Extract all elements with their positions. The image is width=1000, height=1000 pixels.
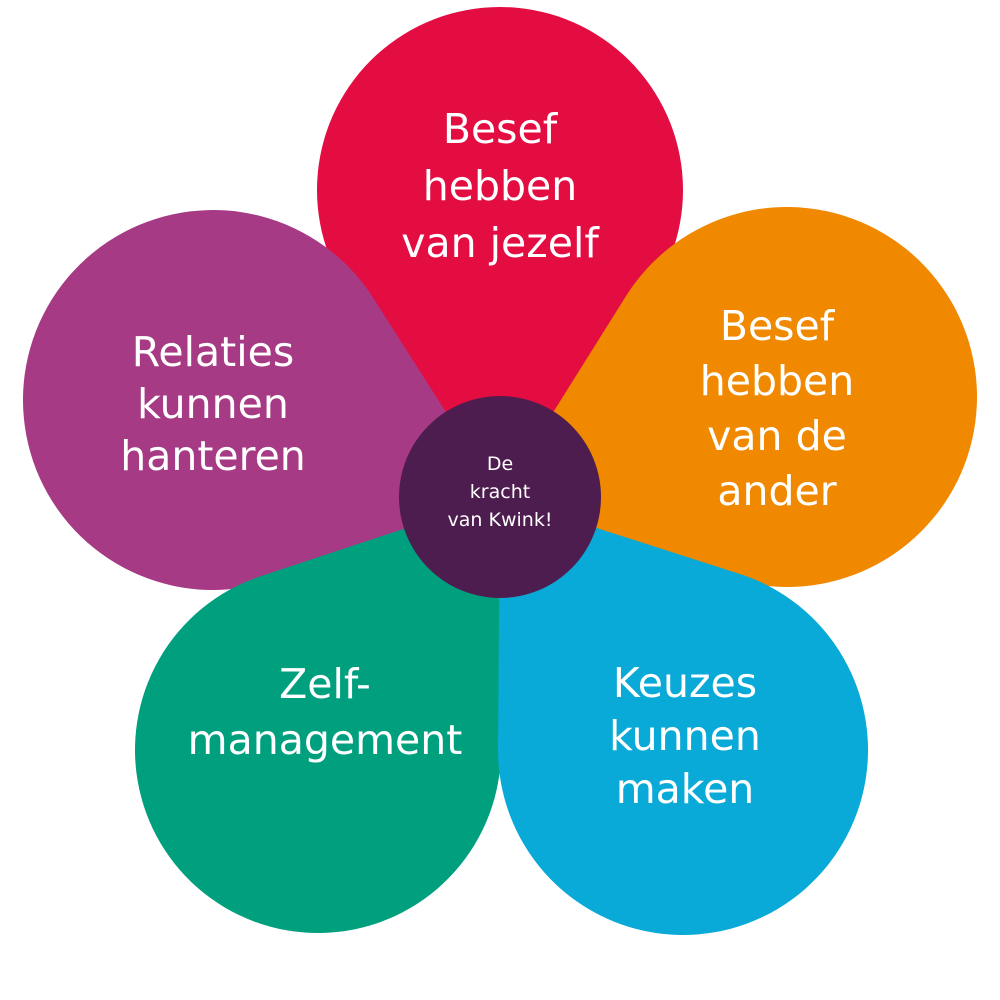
- petal-shape-self-management: [135, 497, 502, 934]
- petal-label-line: Keuzes: [613, 659, 757, 707]
- petal-self-awareness: Besef hebben van jezelf: [317, 6, 683, 498]
- petal-label-line: Besef: [720, 302, 836, 350]
- petal-label-line: van de: [707, 412, 847, 460]
- petal-label-line: hebben: [423, 162, 577, 210]
- center-hub-label: De kracht van Kwink!: [448, 453, 553, 531]
- petal-shape-social-awareness: [500, 207, 978, 588]
- center-hub-circle: [399, 396, 601, 598]
- petal-shape-self-awareness: [317, 6, 683, 498]
- center-hub-label-line: van Kwink!: [448, 509, 553, 531]
- petal-label-line: hanteren: [120, 432, 306, 480]
- petal-shape-relationship-skills: [22, 210, 501, 591]
- petal-label-responsible-decision-making: Keuzes kunnen maken: [609, 659, 761, 813]
- petal-shape-responsible-decision-making: [498, 497, 869, 935]
- petal-label-self-management: Zelf-management: [188, 660, 463, 764]
- petal-self-management: Zelf-management: [135, 497, 502, 934]
- petal-label-line: kunnen: [609, 712, 761, 760]
- center-hub-label-line: De: [487, 453, 513, 475]
- center-hub: De kracht van Kwink!: [399, 396, 601, 598]
- petal-label-line: hebben: [700, 357, 854, 405]
- petal-label-line: ander: [717, 467, 836, 515]
- petal-social-awareness: Besef hebben van de ander: [500, 207, 978, 588]
- petal-label-line: van jezelf: [401, 219, 600, 267]
- petal-label-line: management: [188, 716, 463, 764]
- petal-label-line: maken: [616, 765, 755, 813]
- center-hub-label-line: kracht: [470, 481, 530, 503]
- petal-responsible-decision-making: Keuzes kunnen maken: [498, 497, 869, 935]
- petal-label-social-awareness: Besef hebben van de ander: [700, 302, 854, 515]
- petal-label-line: Besef: [443, 105, 559, 153]
- petal-label-line: Zelf-: [279, 660, 371, 708]
- petal-label-line: kunnen: [137, 380, 289, 428]
- petal-label-line: Relaties: [132, 328, 294, 376]
- petal-label-self-awareness: Besef hebben van jezelf: [401, 105, 600, 267]
